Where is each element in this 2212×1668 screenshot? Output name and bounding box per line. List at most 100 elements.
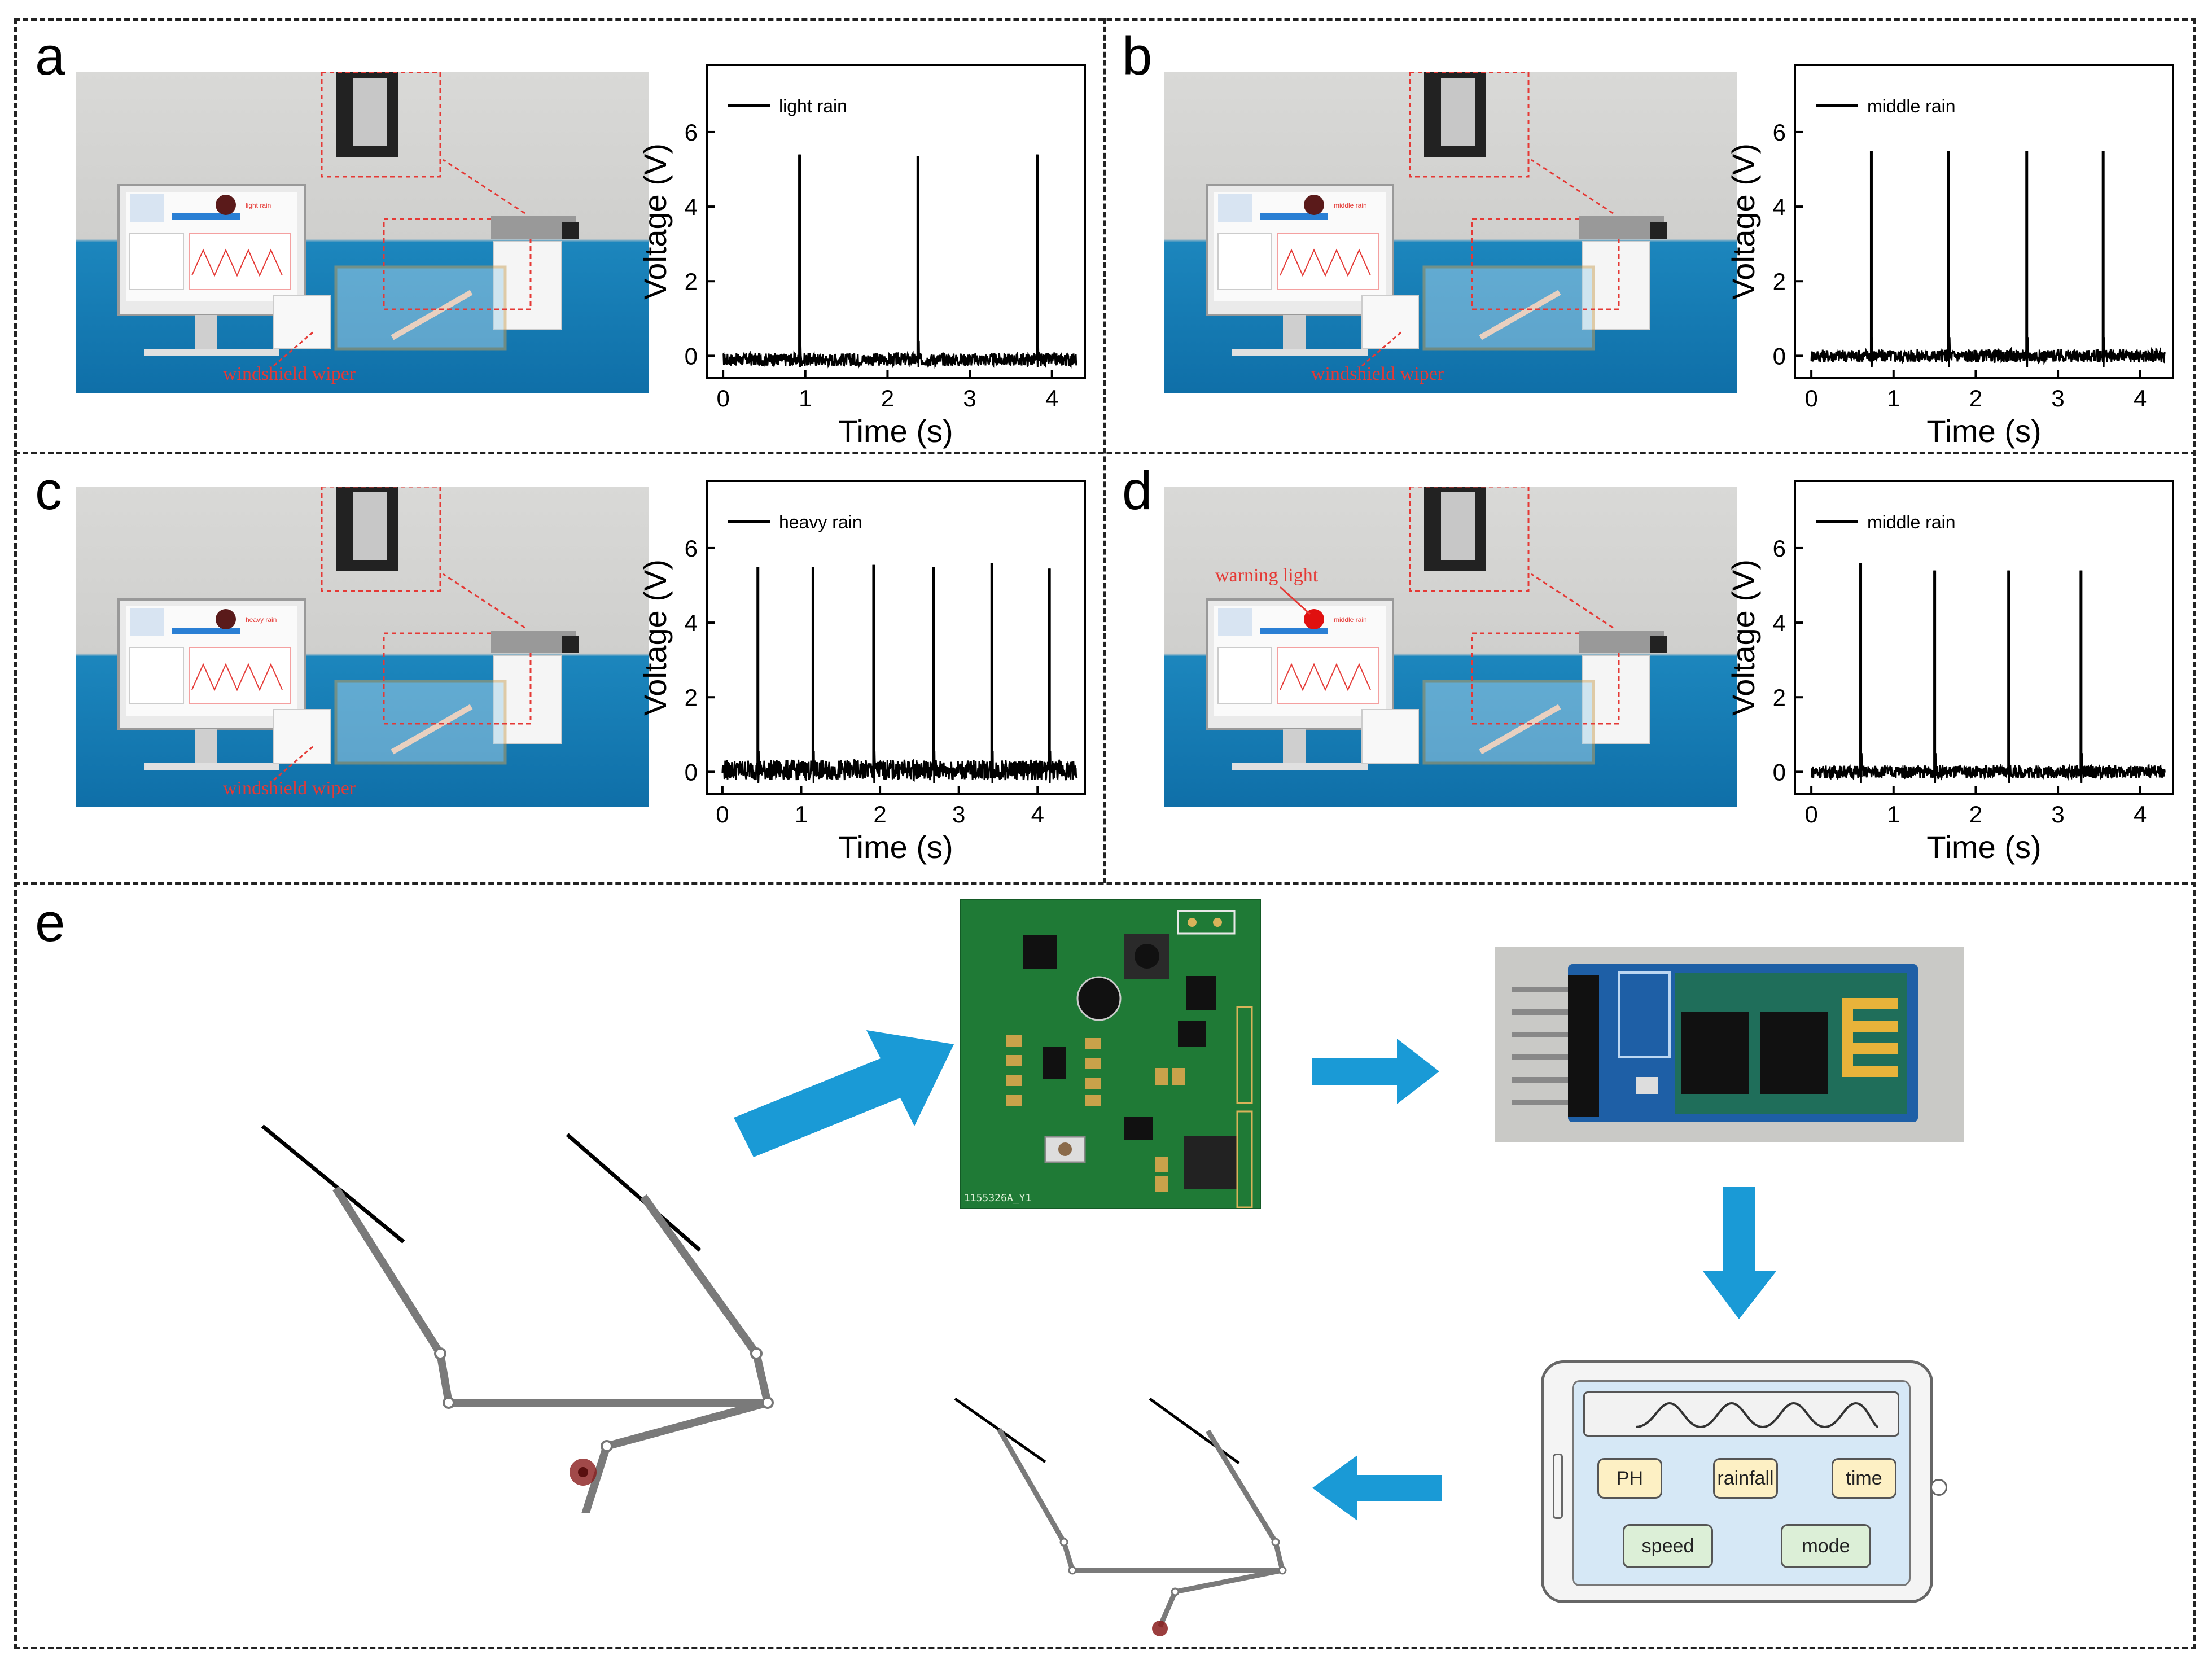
photo-drawing: warning light middle rain xyxy=(1206,487,1667,770)
x-tick-label: 2 xyxy=(873,801,886,828)
y-tick-label: 6 xyxy=(685,535,698,562)
y-axis-title: Voltage (V) xyxy=(637,143,673,300)
indicator-light-icon xyxy=(216,609,236,629)
phone-home-button xyxy=(1930,1479,1947,1496)
x-tick-label: 4 xyxy=(2134,385,2147,411)
x-tick-label: 3 xyxy=(952,801,965,828)
plot-frame xyxy=(706,480,1086,795)
experiment-photo: windshield wiper light rain xyxy=(76,72,649,393)
x-tick-label: 0 xyxy=(1804,801,1817,828)
y-tick-label: 0 xyxy=(1773,343,1786,369)
y-tick-label: 6 xyxy=(685,119,698,146)
y-tick-label: 6 xyxy=(1773,119,1786,146)
phone-app-mockup: PH rainfall time speed mode xyxy=(1541,1360,1947,1603)
waveform-icon xyxy=(1635,1402,1879,1429)
divider-vertical-top xyxy=(1103,18,1106,883)
y-axis-title: Voltage (V) xyxy=(637,559,673,716)
pcb-board: 1155326A_Y1 xyxy=(960,899,1261,1209)
app-button-speed[interactable]: speed xyxy=(1623,1524,1713,1568)
x-tick-label: 3 xyxy=(963,385,976,411)
app-button-ph[interactable]: PH xyxy=(1597,1458,1662,1499)
x-tick-label: 1 xyxy=(799,385,812,411)
x-tick-label: 0 xyxy=(716,385,729,411)
windshield-wiper-label: windshield wiper xyxy=(223,364,356,384)
panel-letter-c: c xyxy=(35,461,62,521)
x-tick-label: 2 xyxy=(881,385,894,411)
x-tick-label: 2 xyxy=(1969,801,1982,828)
x-tick-label: 1 xyxy=(795,801,808,828)
pcb-label: 1155326A_Y1 xyxy=(964,1192,1032,1204)
series-line xyxy=(722,154,1077,369)
x-axis-title: Time (s) xyxy=(1926,413,2041,449)
arrow-to-phone xyxy=(1703,1187,1776,1319)
legend-label: light rain xyxy=(779,96,847,116)
photo-drawing: windshield wiper light rain xyxy=(117,72,579,384)
divider-horizontal-1 xyxy=(14,452,2196,454)
y-tick-label: 4 xyxy=(685,194,698,220)
x-tick-label: 1 xyxy=(1887,385,1900,411)
app-button-mode[interactable]: mode xyxy=(1781,1524,1871,1568)
x-tick-label: 2 xyxy=(1969,385,1982,411)
wiper-linkage-large xyxy=(261,1124,774,1513)
y-tick-label: 0 xyxy=(1773,759,1786,785)
pcb-components xyxy=(1006,910,1253,1209)
y-tick-label: 6 xyxy=(1773,535,1786,562)
screen-rain-label: light rain xyxy=(246,202,271,209)
plot-frame xyxy=(706,64,1086,379)
wiper-linkage-small xyxy=(954,1397,1287,1636)
x-tick-label: 4 xyxy=(1031,801,1044,828)
series-line xyxy=(721,563,1078,783)
bluetooth-module-photo xyxy=(1495,947,1964,1142)
experiment-photo: warning light middle rain xyxy=(1164,487,1737,807)
x-tick-label: 3 xyxy=(2051,385,2064,411)
x-tick-label: 0 xyxy=(716,801,729,828)
x-axis-title: Time (s) xyxy=(838,829,953,865)
divider-horizontal-2 xyxy=(14,882,2196,885)
phone-side-button xyxy=(1553,1454,1563,1519)
x-tick-label: 3 xyxy=(2051,801,2064,828)
plot-frame xyxy=(1794,64,2174,379)
wiper-motor-large xyxy=(570,1459,597,1486)
series-line xyxy=(1810,150,2166,367)
x-tick-label: 4 xyxy=(2134,801,2147,828)
x-axis-title: Time (s) xyxy=(838,413,953,449)
photo-drawing: windshield wiper middle rain xyxy=(1206,72,1667,384)
y-tick-label: 2 xyxy=(1773,268,1786,295)
legend-label: middle rain xyxy=(1867,512,1956,532)
y-tick-label: 2 xyxy=(1773,684,1786,711)
y-tick-label: 4 xyxy=(1773,194,1786,220)
screen-rain-label: heavy rain xyxy=(246,616,277,624)
indicator-light-icon xyxy=(1304,195,1324,215)
arrow-to-bluetooth xyxy=(1312,1039,1439,1104)
y-tick-label: 4 xyxy=(685,610,698,636)
screen-rain-label: middle rain xyxy=(1334,616,1367,624)
app-button-time[interactable]: time xyxy=(1832,1458,1896,1499)
phone-waveform-display xyxy=(1583,1391,1899,1437)
arrow-to-pcb xyxy=(734,1030,954,1157)
series-line xyxy=(1810,563,2166,783)
plot-frame xyxy=(1794,480,2174,795)
screen-rain-label: middle rain xyxy=(1334,202,1367,209)
windshield-wiper-label: windshield wiper xyxy=(1311,364,1444,384)
y-tick-label: 4 xyxy=(1773,610,1786,636)
legend-label: heavy rain xyxy=(779,512,862,532)
warning-light-label: warning light xyxy=(1215,565,1319,586)
x-tick-label: 1 xyxy=(1887,801,1900,828)
y-axis-title: Voltage (V) xyxy=(1725,143,1761,300)
experiment-photo: windshield wiper middle rain xyxy=(1164,72,1737,393)
y-tick-label: 2 xyxy=(685,684,698,711)
panel-letter-e: e xyxy=(35,892,65,953)
indicator-light-icon xyxy=(216,195,236,215)
bluetooth-module-drawing xyxy=(1512,964,1918,1122)
x-tick-label: 0 xyxy=(1804,385,1817,411)
app-button-rainfall[interactable]: rainfall xyxy=(1713,1458,1778,1499)
arrow-to-wiper xyxy=(1312,1455,1442,1521)
y-tick-label: 0 xyxy=(685,759,698,785)
x-tick-label: 4 xyxy=(1045,385,1058,411)
